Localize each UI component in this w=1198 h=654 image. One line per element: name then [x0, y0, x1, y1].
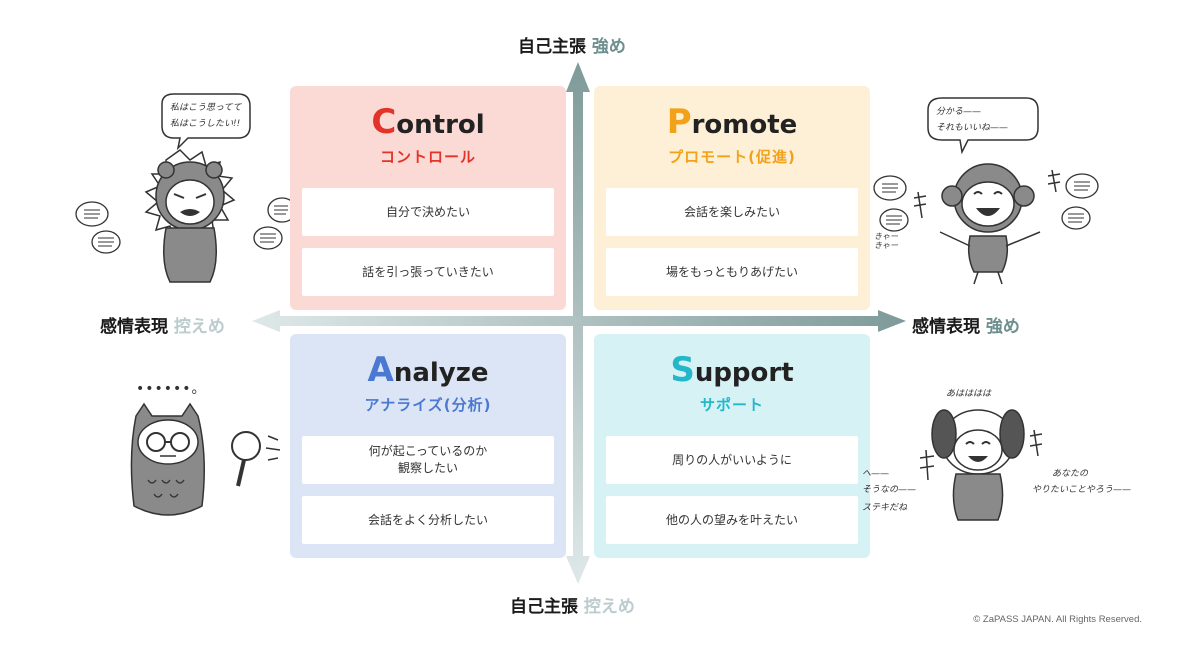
axis-label-right: 感情表現 強め	[912, 312, 1020, 337]
axis-top-prefix: 自己主張	[518, 37, 586, 57]
axis-right-suffix: 強め	[985, 317, 1020, 337]
quadrant-analyze-initial: A	[367, 350, 394, 390]
quadrant-support-card-1: 周りの人がいいように	[606, 436, 858, 484]
quadrant-control-title: Control	[290, 102, 566, 142]
monkey-speech-1: 分かる——	[936, 107, 982, 117]
quadrant-promote-card-1: 会話を楽しみたい	[606, 188, 858, 236]
quadrant-analyze-card-2: 会話をよく分析したい	[302, 496, 554, 544]
axis-left-suffix: 控えめ	[173, 317, 225, 337]
quadrant-support-card-2: 他の人の望みを叶えたい	[606, 496, 858, 544]
lion-speech-2: 私はこうしたい!!	[170, 119, 241, 129]
quadrant-analyze: Analyze アナライズ(分析) 何が起こっているのか 観察したい 会話をよく…	[290, 334, 566, 558]
owl-dots: ••••••。	[136, 381, 207, 397]
axis-right-prefix: 感情表現	[912, 317, 980, 337]
quadrant-promote-title-rest: romote	[691, 110, 798, 140]
lion-speech-1: 私はこう思ってて	[170, 103, 242, 113]
dog-illustration: あはははは へ—— そうなの—— ステキだね あなたの やりたいことやろう——	[862, 384, 1152, 534]
lion-drawing	[75, 93, 297, 283]
dog-right-2: やりたいことやろう——	[1032, 485, 1132, 495]
lion-illustration: 私はこう思ってて 私はこうしたい!!	[70, 92, 297, 292]
monkey-drawing	[873, 97, 1099, 285]
quadrant-control-card-2: 話を引っ張っていきたい	[302, 248, 554, 296]
dog-speech: あはははは	[946, 389, 992, 399]
axis-top-suffix: 強め	[591, 37, 626, 57]
quadrant-promote-initial: P	[666, 102, 692, 142]
quadrant-control-initial: C	[371, 102, 397, 142]
axis-bottom-prefix: 自己主張	[510, 597, 578, 617]
dog-left-3: ステキだね	[862, 503, 908, 513]
quadrant-support-title-rest: upport	[694, 358, 794, 388]
quadrant-promote: Promote プロモート(促進) 会話を楽しみたい 場をもっともりあげたい	[594, 86, 870, 310]
monkey-speech-2: それもいいね——	[936, 123, 1008, 133]
dog-drawing	[919, 409, 1043, 521]
monkey-illustration: 分かる—— それもいいね—— きゃー きゃー	[870, 96, 1120, 286]
dog-left-1: へ——	[862, 469, 890, 479]
quadrant-analyze-title: Analyze	[290, 350, 566, 390]
axis-label-top: 自己主張 強め	[518, 32, 626, 57]
quadrant-promote-card-2: 場をもっともりあげたい	[606, 248, 858, 296]
quadrant-analyze-title-rest: nalyze	[393, 358, 489, 388]
quadrant-control: Control コントロール 自分で決めたい 話を引っ張っていきたい	[290, 86, 566, 310]
owl-illustration: ••••••。	[126, 376, 296, 526]
quadrant-control-card-1: 自分で決めたい	[302, 188, 554, 236]
axis-left-prefix: 感情表現	[100, 317, 168, 337]
axis-bottom-suffix: 控えめ	[583, 597, 635, 617]
quadrant-support-initial: S	[670, 350, 695, 390]
owl-drawing	[130, 402, 281, 516]
quadrant-support-title: Support	[594, 350, 870, 390]
monkey-murmur: きゃー きゃー	[874, 232, 898, 250]
axis-label-bottom: 自己主張 控えめ	[510, 592, 635, 617]
horizontal-axis-arrow	[252, 310, 906, 332]
axis-label-left: 感情表現 控えめ	[100, 312, 225, 337]
dog-right-1: あなたの	[1052, 469, 1089, 479]
quadrant-support: Support サポート 周りの人がいいように 他の人の望みを叶えたい	[594, 334, 870, 558]
quadrant-control-subtitle: コントロール	[379, 148, 476, 166]
dog-left-2: そうなの——	[862, 485, 917, 495]
quadrant-analyze-card-1: 何が起こっているのか 観察したい	[302, 436, 554, 484]
quadrant-promote-title: Promote	[594, 102, 870, 142]
copyright-text: © ZaPASS JAPAN. All Rights Reserved.	[973, 614, 1142, 625]
quadrant-analyze-subtitle: アナライズ(分析)	[364, 396, 492, 414]
quadrant-promote-subtitle: プロモート(促進)	[668, 148, 796, 166]
quadrant-support-subtitle: サポート	[699, 396, 764, 414]
quadrant-control-title-rest: ontrol	[396, 110, 485, 140]
